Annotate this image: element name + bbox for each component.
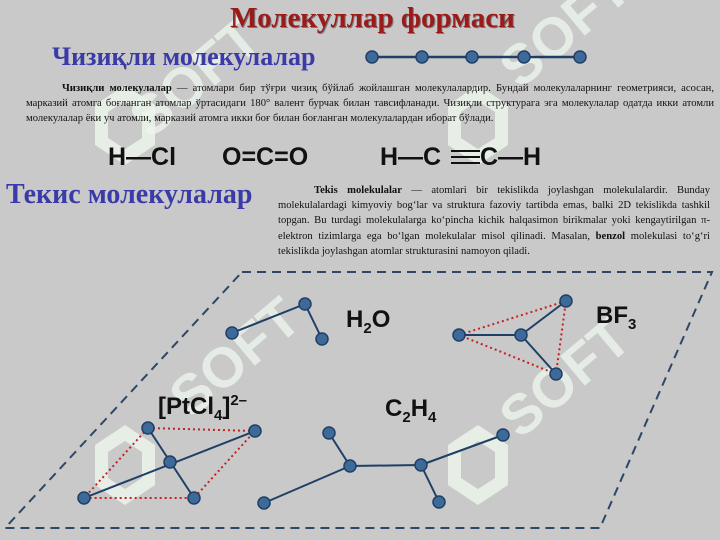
c2h4-label: C2H4 [385,395,436,426]
atom [452,328,466,342]
atom [465,50,479,64]
h2o-label-sub: 2 [363,319,372,337]
ptcl4-label: [PtCl4]2– [158,392,247,424]
atom [414,458,428,472]
molecular-plane [2,271,714,529]
atom [163,455,177,469]
atom [77,491,91,505]
bf3-model [452,294,573,381]
atom [415,50,429,64]
flat-desc-term: Tekis molekulalar [314,185,402,196]
formula-c2h2-left: H—C [380,143,442,171]
linear-molecules-heading: Чизиқли молекулалар [52,42,316,71]
atom [573,50,587,64]
bf3-label-sub: 3 [628,315,637,333]
slide-title: Молекуллар формаси [230,2,515,34]
atom [257,496,271,510]
ptcl4-model [77,421,262,505]
linear-desc-term: Чизиқли молекулалар [62,83,172,94]
atom [559,294,573,308]
h2o-label-h: H [346,306,364,333]
atom [141,421,155,435]
c2h4-label-sub1: 2 [402,408,411,426]
ptcl4-label-bracket: ] [222,393,231,420]
h2o-label: H2O [346,306,390,337]
atom [322,426,336,440]
linear-molecule-model [365,50,587,64]
watermark-logo [95,85,155,165]
watermark-logo [95,425,155,505]
atom [549,367,563,381]
bf3-label-main: BF [596,302,628,329]
formula-hcl: H—Cl [108,143,177,171]
atom [365,50,379,64]
c2h4-label-sub2: 4 [428,408,437,426]
flat-molecules-description: Tekis molekulalar — atomlari bir tekisli… [278,183,710,259]
formula-co2: O=C=O [222,143,309,171]
h2o-model [225,297,329,346]
atom [248,424,262,438]
atom [517,50,531,64]
atom [432,495,446,509]
triple-bond-symbol [451,150,480,164]
linear-molecules-description: Чизиқли молекулалар — атомлари бир тўғри… [26,81,714,126]
flat-desc-text-2: molekulasi to‘g‘ri tekislikda joylashgan… [278,230,710,257]
atom [225,326,239,340]
linear-desc-text: — атомлари бир тўғри чизиқ бўйлаб жойлаш… [26,83,715,124]
atom [496,428,510,442]
flat-desc-benzol: benzol [595,230,626,242]
c2h4-label-h: H [410,395,429,422]
h2o-label-o: O [371,306,391,333]
c2h4-label-c: C [385,395,403,422]
ptcl4-label-charge: 2– [230,392,248,409]
atom [514,328,528,342]
atom [187,491,201,505]
formula-c2h2-right: C—H [480,143,542,171]
ptcl4-label-main: [PtCl [158,393,214,420]
watermark-logo [448,85,508,165]
flat-desc-text-1: — atomlari bir tekislikda joylashgan mol… [278,185,711,242]
ptcl4-label-sub: 4 [214,406,223,424]
atom [315,332,329,346]
atom [298,297,312,311]
watermark-logo [448,425,508,505]
c2h4-model [257,426,510,510]
bf3-label: BF3 [596,302,636,333]
flat-molecules-heading: Текис молекулалар [6,179,253,210]
atom [343,459,357,473]
